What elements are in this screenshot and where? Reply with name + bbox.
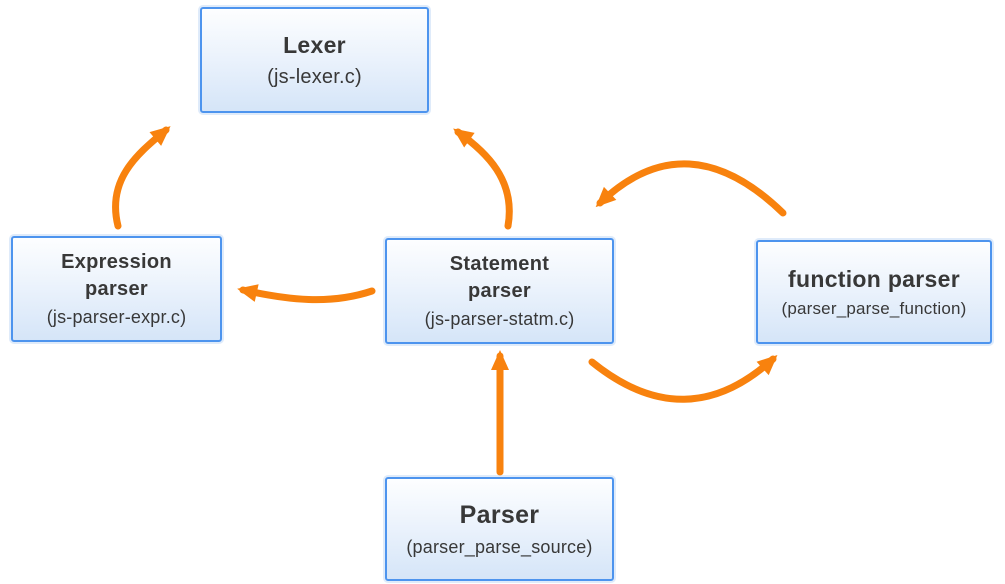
node-lexer-subtitle: (js-lexer.c) — [267, 66, 362, 89]
node-statement-parser: Statement parser (js-parser-statm.c) — [385, 238, 614, 344]
arrow-statement-parser-to-function-parser — [588, 354, 778, 403]
node-expression-parser-subtitle: (js-parser-expr.c) — [46, 306, 187, 327]
node-lexer-title: Lexer — [283, 31, 346, 58]
node-function-parser-title: function parser — [788, 265, 960, 292]
node-function-parser-subtitle: (parser_parse_function) — [781, 298, 967, 318]
arrow-statement-parser-to-expression-parser — [237, 284, 376, 304]
arrow-function-parser-to-statement-parser — [595, 160, 787, 217]
arrow-statement-parser-to-lexer — [453, 128, 513, 230]
node-statement-parser-title: Statement parser — [449, 252, 550, 302]
node-expression-parser: Expression parser (js-parser-expr.c) — [11, 236, 222, 342]
node-lexer: Lexer (js-lexer.c) — [200, 7, 429, 113]
node-expression-parser-title: Expression parser — [61, 250, 172, 300]
node-function-parser: function parser (parser_parse_function) — [756, 240, 992, 344]
arrow-expression-parser-to-lexer — [112, 126, 171, 230]
node-parser-title: Parser — [459, 500, 540, 529]
node-parser: Parser (parser_parse_source) — [385, 477, 614, 581]
node-statement-parser-subtitle: (js-parser-statm.c) — [424, 308, 575, 329]
node-parser-subtitle: (parser_parse_source) — [406, 536, 593, 557]
